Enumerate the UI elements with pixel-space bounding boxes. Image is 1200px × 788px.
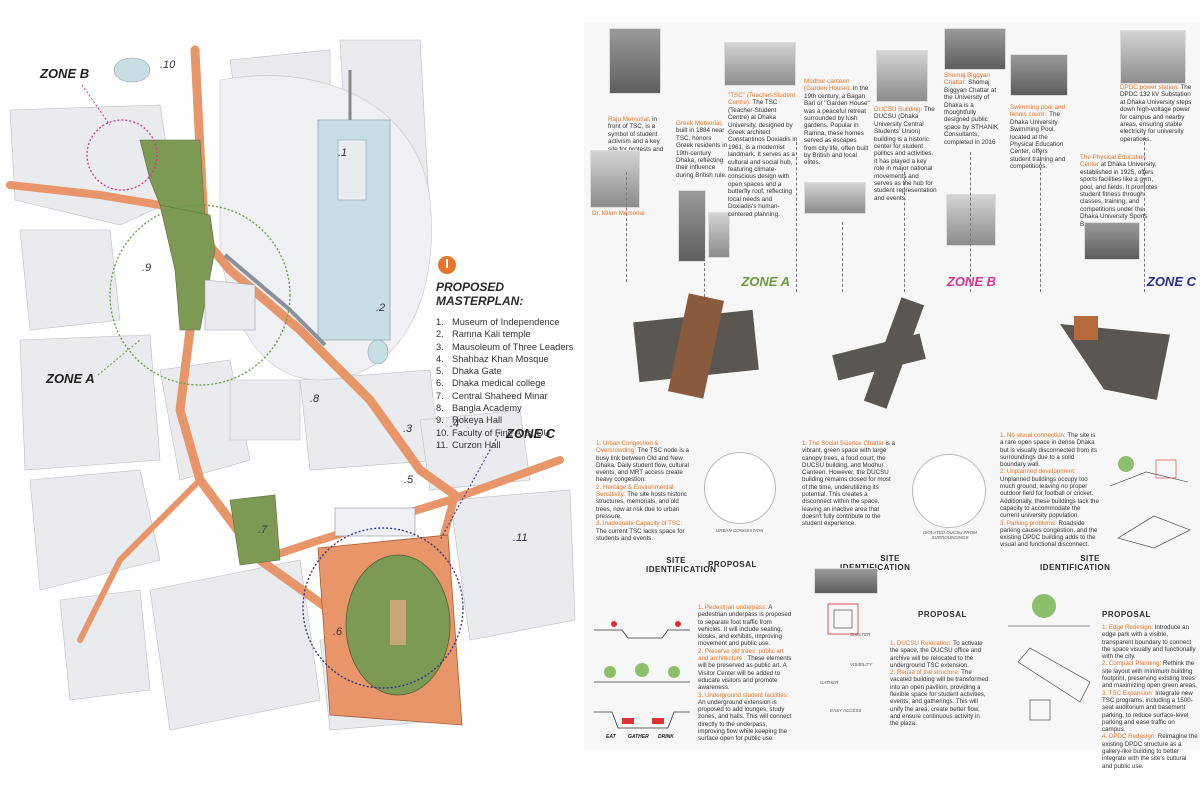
greek-memorial-photo-2 [708,212,730,258]
milon-memorial-photo [590,150,640,208]
legend-item: 5.Dhaka Gate [436,366,502,377]
preserve-trees-sketch [592,652,692,692]
map-number-6: .6 [333,626,343,638]
masterplan-panel: ZONE B ZONE A ZONE C .10 .1 .9 .2 .8 .3 … [0,0,582,788]
urban-congestion-label: URBAN CONGESTION [716,528,764,533]
legend-item: 8.Bangla Academy [436,403,522,414]
map-number-9: .9 [142,262,152,274]
analysis-panel: Raju Memorial, in front of TSC, is a sym… [584,22,1200,770]
landmark-caption: Swimming pool and tennis count : The Dha… [1010,104,1066,171]
map-number-11: .11 [513,532,528,544]
zone-a-issues: 1. Urban Congestion & Overcrowding: The … [596,440,689,542]
legend-title-line2: MASTERPLAN: [436,294,524,308]
map-number-1: .1 [338,147,348,159]
ducsu-photo [876,50,928,102]
legend-item: 10.Faculty of Fine Arts, DU [436,427,551,438]
landmark-caption: DPDC power station: The DPDC 132 kV Subs… [1120,84,1192,143]
pe-center-photo [1084,222,1140,260]
zone-c-proposals: 1. Edge Redesign: Introduce an edge park… [1102,624,1198,770]
legend-item: 4.Shahbaz Khan Mosque [436,353,549,364]
legend-title-line1: PROPOSED [436,280,505,294]
zone-a-proposals: 1. Pedestrian underpass: A pedestrian un… [698,604,792,743]
zone-b-proposal-heading: PROPOSAL [918,610,967,619]
legend-item: 9.Rokeya Hall [436,415,503,426]
isolated-ducsu-label: ISOLATED DUCSU FROM SURROUNDINGS [923,530,977,540]
dpdc-photo [1120,30,1186,84]
legend-title: PROPOSED MASTERPLAN: [436,280,586,308]
map-number-4: .4 [450,418,460,430]
zone-c-aerial: ZONE C [1010,268,1200,432]
zone-a-circle [109,204,291,386]
zone-b-issues: 1. The Social Science Chattar is a vibra… [802,440,896,528]
pool-photo [1010,54,1068,96]
drink-label: DRINK [658,734,674,740]
legend-item: 2.Ramna Kali temple [436,329,531,340]
legend-item: 1.Museum of Independence [436,317,560,327]
zone-a-label: ZONE A [46,371,95,386]
landmark-caption: Shomaj Biggyan Chattar: Shomaj Biggyan C… [944,72,999,146]
edge-sketch-2 [1114,508,1194,552]
relocation-sketch [814,596,874,646]
map-number-3: .3 [403,423,413,435]
masterplan-map [0,0,582,788]
zone-c-circle [302,527,464,689]
legend-list: 1.Museum of Independence 2.Ramna Kali te… [436,316,586,451]
underpass-section-sketch [592,602,692,642]
zone-b-circle [86,119,158,191]
map-number-2: .2 [376,302,386,314]
legend-item: 3.Mausoleum of Three Leaders [436,341,574,352]
zone-b-title: ZONE B [946,274,996,289]
edge-sketch [1106,442,1192,502]
eat-label: EAT [606,734,616,740]
isolated-ducsu-sketch [912,454,986,528]
zone-b-label: ZONE B [40,66,90,81]
landmark-caption: Greek Memorial, built in 1884 near TSC, … [676,120,728,179]
zone-c-issues: 1. No visual connection: The site is a r… [1000,432,1099,549]
greek-memorial-photo [678,190,706,262]
ducsu-sketch-photo [814,568,878,594]
landmark-caption: Modhur canteen (Garden House): In the 19… [804,78,870,167]
shomaj-photo-2 [946,194,996,246]
landmark-caption: DUCSU Building: The DUCSU (Dhaka Univers… [874,106,937,202]
shomaj-photo [944,28,1006,70]
zone-a-title: ZONE A [741,274,790,289]
zone-c-title: ZONE C [1146,274,1196,289]
legend-item: 11.Curzon Hall [436,439,501,450]
map-number-5: .5 [404,474,414,486]
legend-item: 6.Dhaka medical college [436,378,546,389]
gather-label: GATHER [628,734,649,740]
masterplan-legend: PROPOSED MASTERPLAN: 1.Museum of Indepen… [436,280,586,451]
zone-c-label: ZONE C [506,426,556,441]
map-number-7: .7 [258,524,268,536]
zone-b-aerial: ZONE B [804,268,1006,432]
map-number-8: .8 [310,393,320,405]
zone-b-site-id-heading: SITE IDENTIFICATION [840,554,910,572]
raju-memorial-photo [609,28,661,94]
landmark-caption: Dr. Milon Memorial [592,210,645,217]
zone-a-proposal-heading: PROPOSAL [708,560,757,569]
shelter-label: SHELTER [850,632,871,637]
underground-section-sketch [592,702,692,736]
museum-of-independence [317,119,391,341]
zone-a-green [159,204,216,331]
zone-b-proposals: 1. DUCSU Relocation: To activate the spa… [890,640,989,728]
zone-a-aerial: ZONE A [588,268,800,432]
visibility-label: VISIBILITY [850,662,873,667]
zone-a-site-id-heading: SITE IDENTIFICATION [646,556,717,574]
easy-access-label: EASY ACCESS [830,708,862,713]
tsc-photo [724,42,796,86]
urban-congestion-sketch [704,452,776,524]
zone-c-proposal-heading: PROPOSAL [1102,610,1151,619]
power-logo-icon [438,256,456,274]
gather2-label: GATHER [820,680,839,685]
building-blocks [9,39,576,731]
legend-item: 7.Central Shaheed Minar [436,390,548,401]
landmark-caption: "TSC" (Teacher-Student Centre): The TSC … [728,92,798,218]
dpdc-sketch [1000,582,1096,732]
modhur-canteen-photo [804,182,866,214]
zone-c-site-id-heading: SITE IDENTIFICATION [1040,554,1111,572]
map-number-10: .10 [160,59,176,71]
landmark-caption: The Physical Education Center at Dhaka U… [1080,154,1158,228]
